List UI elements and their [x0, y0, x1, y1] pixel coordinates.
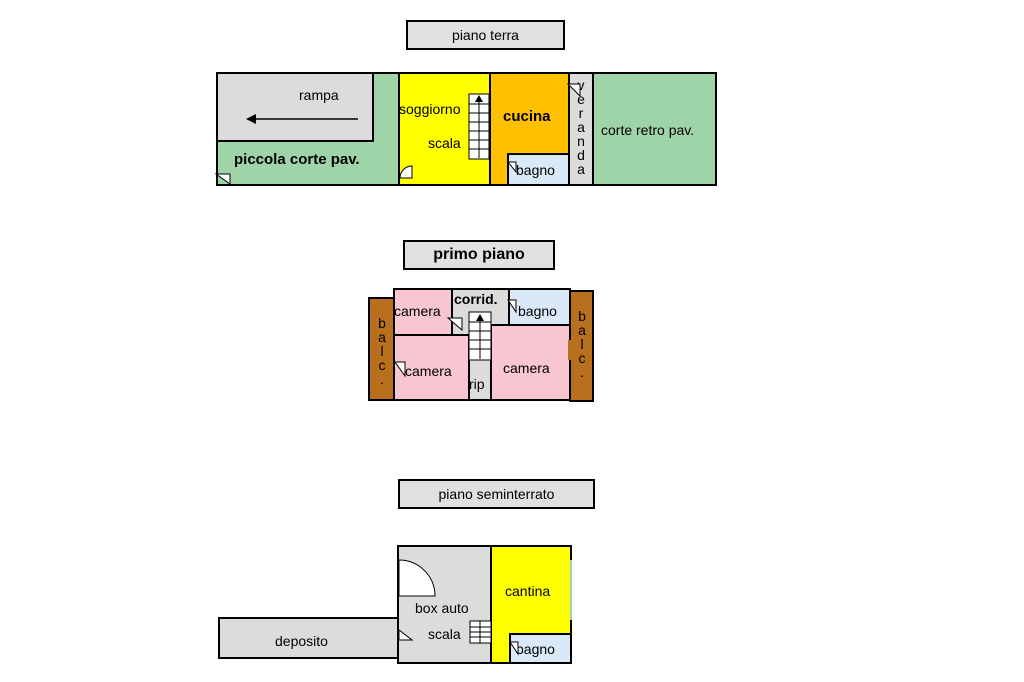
ground-floor-title: piano terra	[406, 20, 565, 50]
door-icon	[506, 161, 517, 174]
soggiorno-label: soggiorno	[399, 101, 461, 117]
basement-floor-title: piano seminterrato	[398, 479, 595, 509]
camera-right-label: camera	[503, 360, 550, 376]
door-icon	[398, 628, 414, 641]
door-icon	[509, 641, 519, 656]
door-icon	[399, 165, 413, 179]
corrid-label: corrid.	[454, 291, 498, 307]
bagno-first-room	[508, 288, 571, 326]
door-icon	[566, 83, 581, 98]
door-icon	[214, 173, 231, 185]
camera-left-label: camera	[405, 363, 452, 379]
first-floor-title: primo piano	[403, 240, 555, 270]
bagno-room	[507, 153, 570, 186]
box-auto-label: box auto	[415, 600, 469, 616]
corte-retro-label: corte retro pav.	[601, 122, 695, 138]
bagno-label: bagno	[516, 162, 555, 178]
rampa-zone	[216, 72, 374, 142]
bagno-first-label: bagno	[518, 303, 557, 319]
door-icon	[398, 559, 436, 597]
balc-right-label: b a l c .	[578, 308, 586, 380]
cucina-label: cucina	[503, 108, 551, 125]
box-auto-room	[397, 545, 493, 664]
camera-small-label: camera	[394, 303, 441, 319]
door-icon	[394, 361, 406, 378]
veranda-label: v e r a n d a	[577, 77, 585, 177]
piccola-corte-label: piccola corte pav.	[234, 151, 360, 168]
door-icon	[507, 299, 517, 314]
balc-left-label: b a l c .	[378, 315, 386, 387]
scala-label: scala	[428, 135, 461, 151]
bagno-basement-label: bagno	[516, 641, 555, 657]
cantina-label: cantina	[505, 583, 551, 599]
corte-retro-room	[592, 72, 717, 186]
deposito-label: deposito	[275, 633, 328, 649]
rampa-arrowhead	[246, 114, 256, 124]
camera-left-room	[393, 334, 470, 401]
scala-basement-label: scala	[428, 626, 461, 642]
rip-label: rip	[469, 376, 485, 392]
door-icon	[446, 317, 463, 332]
bagno-basement-room	[509, 633, 572, 664]
rampa-label: rampa	[299, 87, 339, 103]
window-icon	[568, 340, 576, 360]
deposito-room	[218, 617, 402, 659]
